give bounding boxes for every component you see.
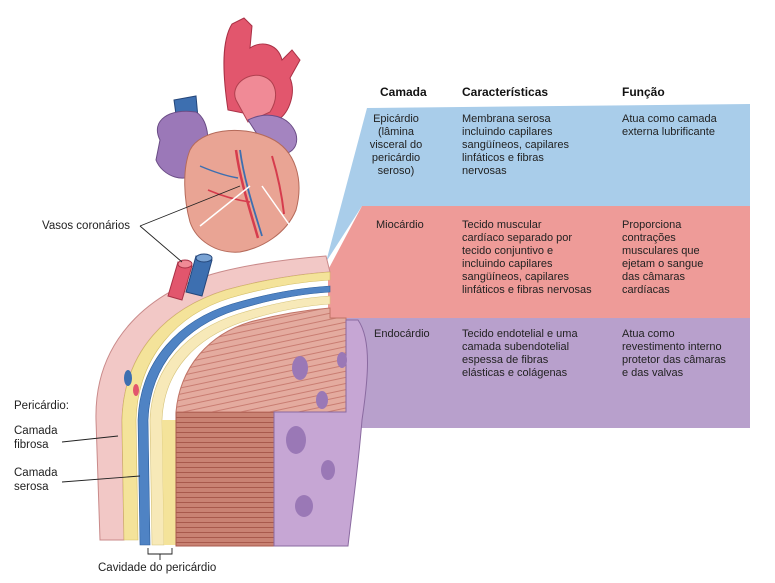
header-layer: Camada [380, 85, 427, 99]
row-epicardium-layer: Epicárdio (lâmina visceral do pericárdio… [369, 113, 423, 177]
row-epicardium-function: Atua como camada externa lubrificante [622, 113, 717, 138]
label-coronary-vessels: Vasos coronários [42, 220, 130, 232]
label-pericardial-cavity: Cavidade do pericárdio [98, 562, 217, 574]
wall-section [95, 253, 368, 547]
row-myocardium-layer: Miocárdio [376, 219, 424, 231]
header-characteristics: Características [462, 85, 549, 99]
row-endocardium-characteristics: Tecido endotelial e uma camada subendote… [462, 328, 578, 379]
epicardium-band [326, 104, 750, 262]
label-pericardium: Pericárdio: [14, 400, 69, 412]
row-myocardium-function: Proporciona contrações musculares que ej… [622, 219, 704, 296]
header-function: Função [622, 85, 665, 99]
leader-lines [61, 185, 241, 560]
row-epicardium-characteristics: Membrana serosa incluindo capilares sang… [462, 113, 570, 177]
label-fibrous-layer: Camada fibrosa [14, 425, 58, 451]
endocardium-band [328, 318, 750, 428]
row-myocardium-characteristics: Tecido muscular cardíaco separado por te… [462, 219, 592, 296]
label-serous-layer: Camada serosa [14, 467, 58, 493]
myocardium-band [328, 206, 750, 318]
heart-illustration [155, 17, 301, 253]
row-endocardium-layer: Endocárdio [374, 328, 430, 340]
row-endocardium-function: Atua como revestimento interno protetor … [622, 328, 726, 379]
